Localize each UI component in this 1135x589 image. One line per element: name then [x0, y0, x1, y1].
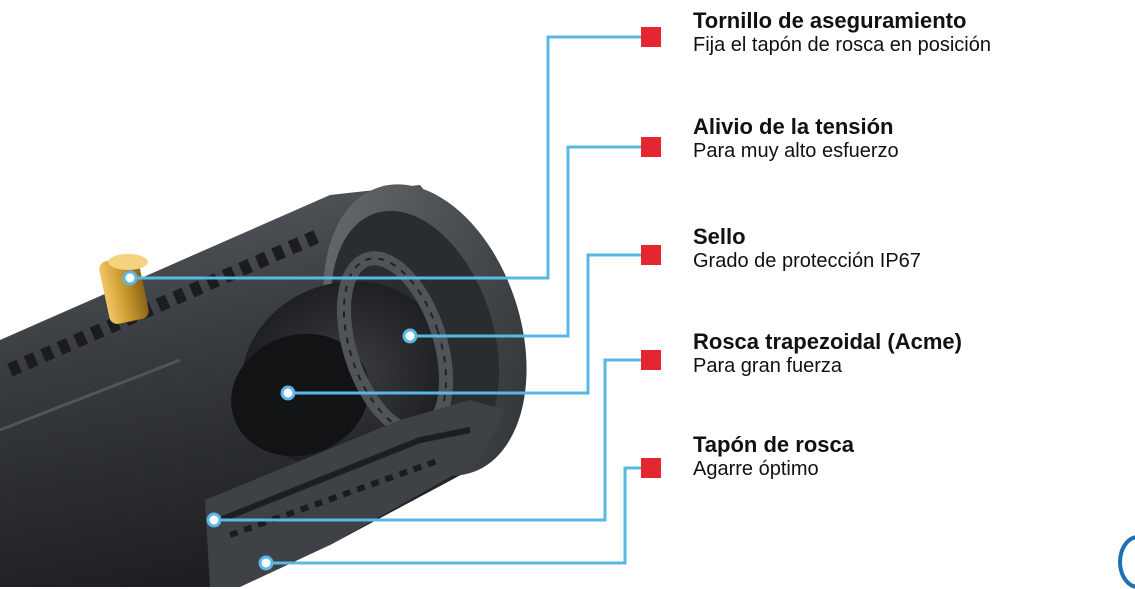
callout-marker-2: [641, 137, 661, 157]
anchor-point-1: [122, 270, 138, 286]
callout-seal: Sello Grado de protección IP67: [693, 224, 921, 272]
anchor-points: [122, 270, 418, 571]
callout-description: Para muy alto esfuerzo: [693, 139, 899, 162]
callout-description: Para gran fuerza: [693, 354, 842, 377]
callout-marker-3: [641, 245, 661, 265]
anchor-point-2: [402, 328, 418, 344]
anchor-point-3: [280, 385, 296, 401]
leader-line-2: [410, 145, 648, 338]
callout-title: Alivio de la tensión: [693, 114, 894, 139]
callout-screw-cap: Tapón de rosca Agarre óptimo: [693, 432, 854, 480]
callout-title: Sello: [693, 224, 746, 249]
leader-line-1: [130, 35, 648, 280]
callout-strain-relief: Alivio de la tensión Para muy alto esfue…: [693, 114, 899, 162]
callout-marker-1: [641, 27, 661, 47]
callout-title: Rosca trapezoidal (Acme): [693, 329, 962, 354]
leader-line-5: [266, 466, 648, 565]
locking-screw: [99, 254, 149, 324]
callout-markers: [641, 27, 661, 478]
callout-title: Tornillo de aseguramiento: [693, 8, 967, 33]
callout-description: Grado de protección IP67: [693, 249, 921, 272]
callout-locking-screw: Tornillo de aseguramiento Fija el tapón …: [693, 8, 991, 56]
gland-body: [0, 184, 527, 587]
callout-marker-4: [641, 350, 661, 370]
leader-line-4: [214, 358, 648, 522]
anchor-point-4: [206, 512, 222, 528]
callout-description: Fija el tapón de rosca en posición: [693, 33, 991, 56]
leader-lines: [130, 35, 648, 565]
anchor-point-5: [258, 555, 274, 571]
leader-line-3: [288, 253, 648, 395]
callout-title: Tapón de rosca: [693, 432, 854, 457]
callout-marker-5: [641, 458, 661, 478]
callout-acme-thread: Rosca trapezoidal (Acme) Para gran fuerz…: [693, 329, 962, 377]
callout-description: Agarre óptimo: [693, 457, 819, 480]
